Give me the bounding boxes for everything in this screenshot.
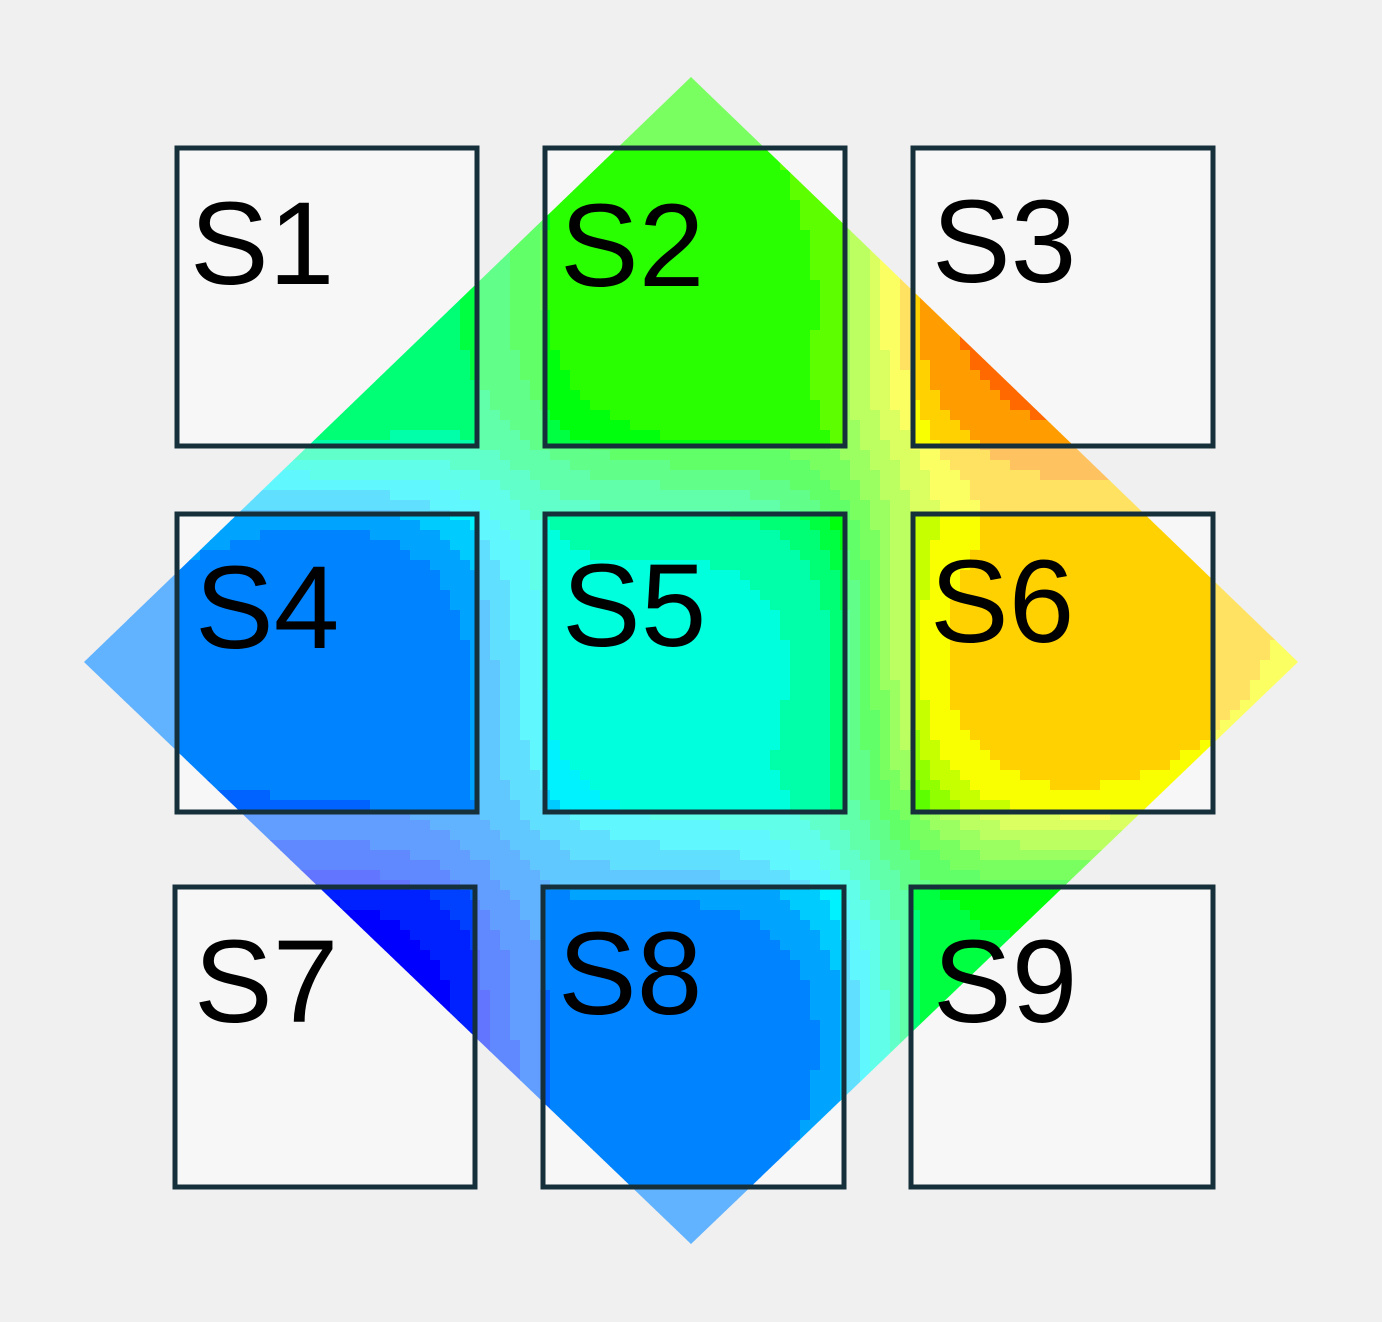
sensor-box-4: S4: [174, 511, 480, 815]
sensor-box-9: S9: [908, 884, 1216, 1190]
sensor-box-3: S3: [910, 145, 1216, 449]
sensor-label-s5: S5: [562, 540, 706, 672]
sensor-box-frame: [908, 884, 1216, 1190]
sensor-box-frame: [540, 884, 847, 1190]
sensor-box-8: S8: [540, 884, 847, 1190]
sensor-box-frame: [542, 145, 848, 449]
sensor-box-frame: [174, 511, 480, 815]
sensor-label-s2: S2: [560, 180, 704, 312]
sensor-box-2: S2: [542, 145, 848, 449]
sensor-box-frame: [910, 511, 1216, 815]
sensor-label-s9: S9: [933, 916, 1077, 1048]
sensor-box-7: S7: [172, 884, 478, 1190]
sensor-label-s3: S3: [932, 176, 1076, 308]
sensor-field-fill: [545, 514, 845, 812]
sensor-box-frame: [172, 884, 478, 1190]
sensor-label-s6: S6: [930, 536, 1074, 668]
sensor-box-1: S1: [174, 145, 480, 449]
sensor-label-s8: S8: [558, 908, 702, 1040]
sensor-label-s4: S4: [195, 542, 339, 674]
sensor-box-frame: [542, 511, 848, 815]
sensor-box-5: S5: [542, 511, 848, 815]
sensor-box-6: S6: [910, 511, 1216, 815]
sensor-box-frame: [910, 145, 1216, 449]
sensor-box-frame: [174, 145, 480, 449]
sensor-label-s1: S1: [190, 178, 334, 310]
sensor-label-s7: S7: [194, 916, 338, 1048]
